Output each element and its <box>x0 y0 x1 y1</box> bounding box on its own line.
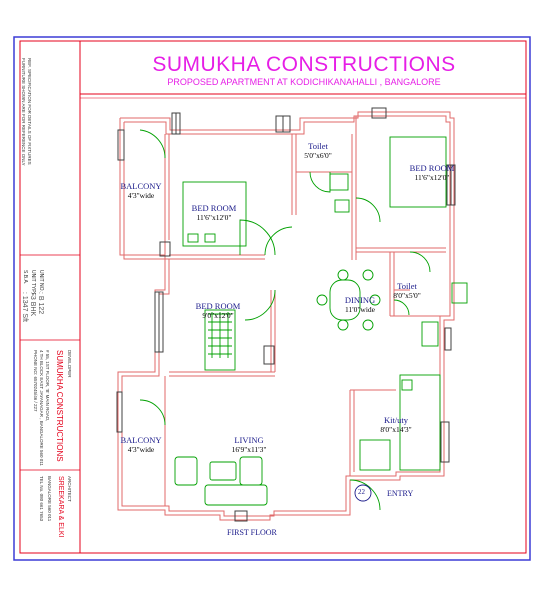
room-dimension: 11'6"x12'0" <box>414 173 450 182</box>
bed-2 <box>389 136 447 208</box>
room-dimension: 16'9"x11'3" <box>231 445 267 454</box>
bed-1 <box>182 181 247 247</box>
sidebar-note-2: FURNITURE SHOWN ARE FOR REFERENCE ONLY <box>21 58 26 166</box>
room-dimension: 8'0"x14'3" <box>380 425 412 434</box>
developer-address-2: 4 TH BLOCK EAST JAYANAGAR , BANGALORE 56… <box>39 350 44 466</box>
flat-number-circle <box>354 484 372 502</box>
room-dimension: 9'0"x12'0" <box>202 311 234 320</box>
room-name: DINING <box>344 295 376 305</box>
project-subtitle: PROPOSED APARTMENT AT KODICHIKANAHALLI ,… <box>167 77 441 87</box>
bed-3 <box>204 309 236 371</box>
sofa-1 <box>174 456 198 486</box>
room-dimension: 5'0"x6'0" <box>304 151 332 160</box>
developer-phone: PHONE NO: 6570245/46 / 227 <box>33 350 38 412</box>
doors <box>139 129 431 511</box>
wc-1 <box>329 173 349 191</box>
room-dimension: 8'0"x5'0" <box>393 291 421 300</box>
room-name: LIVING <box>234 435 264 445</box>
unit-no-label: UNIT NO. <box>38 270 44 292</box>
walls <box>117 111 455 521</box>
entry-label: ENTRY <box>387 489 414 498</box>
room-dimension: 11'0"wide <box>345 305 375 314</box>
room-name: BED ROOM <box>195 301 241 311</box>
room-dimension: 4'3"wide <box>127 191 155 200</box>
windows <box>116 107 456 522</box>
drawing-border <box>19 40 527 554</box>
unit-no-value: : B 122 <box>37 292 44 315</box>
flat-number: 22 <box>358 488 365 496</box>
room-name: BALCONY <box>120 181 162 191</box>
floor-label: FIRST FLOOR <box>227 528 277 537</box>
furniture <box>174 136 468 506</box>
room-dimension: 4'3"wide <box>127 445 155 454</box>
architect-label: ARCHITECT <box>67 476 72 502</box>
wc-2 <box>451 282 468 304</box>
architect-phone: TEL No. 080 661 7653 <box>39 476 44 522</box>
room-dimension: 11'6"x12'0" <box>196 213 232 222</box>
developer-label: DEVELOPER <box>67 350 72 378</box>
coffee-table <box>209 461 237 481</box>
architect-address: BANGALORE 560 011 <box>47 476 52 522</box>
room-name: Toilet <box>308 141 328 151</box>
developer-name: SUMUKHA CONSTRUCTIONS <box>55 350 64 462</box>
architect-name: SREEKARA & ELKI <box>57 476 64 538</box>
room-name: BALCONY <box>120 435 162 445</box>
room-name: Toilet <box>397 281 417 291</box>
sba-label: S.B.A. <box>22 270 28 285</box>
room-name: BED ROOM <box>409 163 455 173</box>
sidebar-note-1: REF. SPECIFICATION FOR DETAILS OF FIXTUR… <box>27 58 32 165</box>
room-name: Kit/uty <box>383 415 409 425</box>
basin-1 <box>334 199 350 213</box>
unit-type-value: : 3 BHK <box>29 292 36 317</box>
sba-value: : 1347 Sft <box>21 292 28 322</box>
sofa-3 <box>204 484 268 506</box>
company-title: SUMUKHA CONSTRUCTIONS <box>152 53 456 76</box>
kitchen-counter <box>399 374 441 471</box>
sheet-frame <box>13 36 531 561</box>
sofa-2 <box>239 456 263 486</box>
room-name: BED ROOM <box>191 203 237 213</box>
developer-address-1: # 55, 1ST FLOOR, 'B' MAIN ROAD, <box>45 350 50 422</box>
